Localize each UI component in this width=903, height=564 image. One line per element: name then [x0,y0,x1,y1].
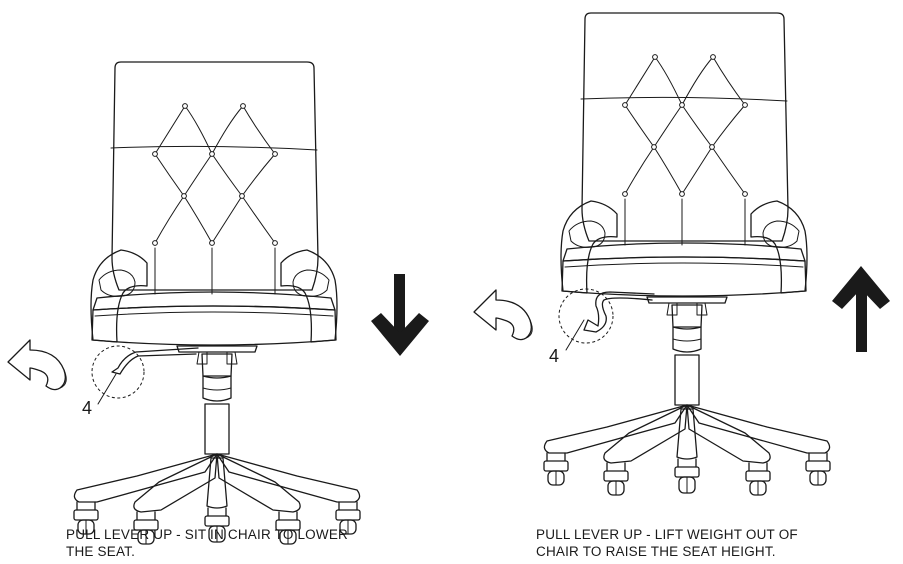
curved-pull-arrow-icon-left [7,339,67,391]
callout-number-left: 4 [82,398,93,418]
direction-arrow-icon-down [371,274,429,356]
chair-illustration-left [73,61,361,545]
lever-detail-circle-left [91,345,199,405]
curved-pull-arrow-icon-right [473,289,533,341]
lever-detail-circle-right [558,288,655,351]
caption-right: PULL LEVER UP - LIFT WEIGHT OUT OF CHAIR… [536,526,798,560]
caption-left-line2: THE SEAT. [66,544,136,559]
caption-left: PULL LEVER UP - SIT IN CHAIR TO LOWER TH… [66,526,348,560]
callout-number-right: 4 [549,346,560,366]
caption-right-line2: CHAIR TO RAISE THE SEAT HEIGHT. [536,544,776,559]
caption-right-line1: PULL LEVER UP - LIFT WEIGHT OUT OF [536,527,798,542]
chair-illustration-right [543,12,831,496]
caption-left-line1: PULL LEVER UP - SIT IN CHAIR TO LOWER [66,527,348,542]
direction-arrow-icon-up [832,266,890,352]
